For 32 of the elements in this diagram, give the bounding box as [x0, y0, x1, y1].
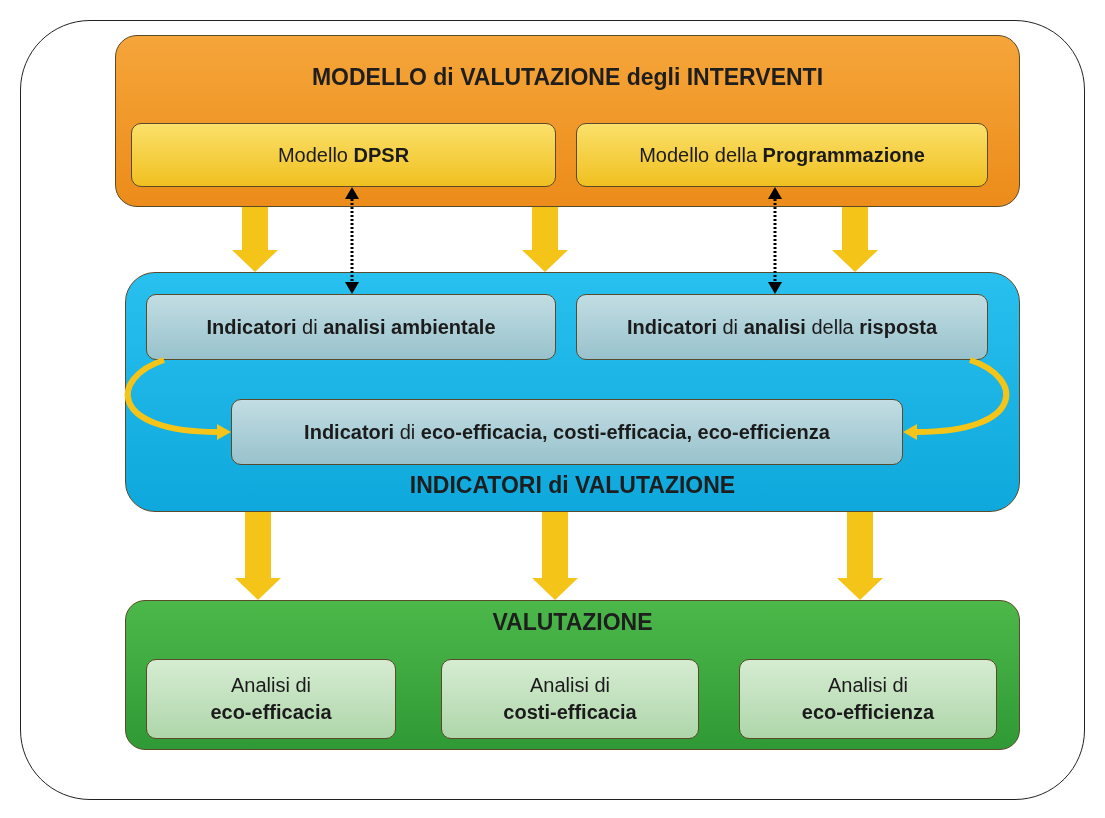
double-arrow — [768, 187, 782, 294]
panel-title: VALUTAZIONE — [491, 609, 654, 636]
evaluation-panel — [125, 600, 1020, 750]
panel-title: MODELLO di VALUTAZIONE degli INTERVENTI — [310, 64, 825, 91]
model-box — [576, 123, 988, 187]
model-panel — [115, 35, 1020, 207]
block-arrow — [837, 512, 883, 600]
panel-title: INDICATORI di VALUTAZIONE — [408, 472, 737, 499]
box-label: Modello della Programmazione — [639, 142, 925, 168]
indicator-panel — [125, 272, 1020, 512]
box-label: Analisi di eco-efficacia — [210, 673, 332, 725]
box-label: Analisi di costi-efficacia — [503, 673, 637, 725]
analysis-box — [739, 659, 997, 739]
analysis-box — [441, 659, 699, 739]
double-arrow — [345, 187, 359, 294]
box-label: Indicatori di analisi ambientale — [206, 314, 496, 340]
curved-arrow — [903, 357, 1010, 440]
block-arrow — [232, 207, 278, 272]
model-box — [131, 123, 556, 187]
box-label: Modello DPSR — [277, 142, 410, 168]
box-label: Indicatori di eco-efficacia, costi-efficacia, eco-efficienza — [304, 419, 830, 445]
block-arrow — [532, 512, 578, 600]
indicator-box — [576, 294, 988, 360]
block-arrow — [832, 207, 878, 272]
block-arrow — [522, 207, 568, 272]
box-label: Analisi di eco-efficienza — [801, 673, 935, 725]
indicator-box — [231, 399, 903, 465]
indicator-box — [146, 294, 556, 360]
analysis-box — [146, 659, 396, 739]
box-label: Indicatori di analisi della risposta — [626, 314, 938, 340]
curved-arrow — [124, 357, 231, 440]
block-arrow — [235, 512, 281, 600]
